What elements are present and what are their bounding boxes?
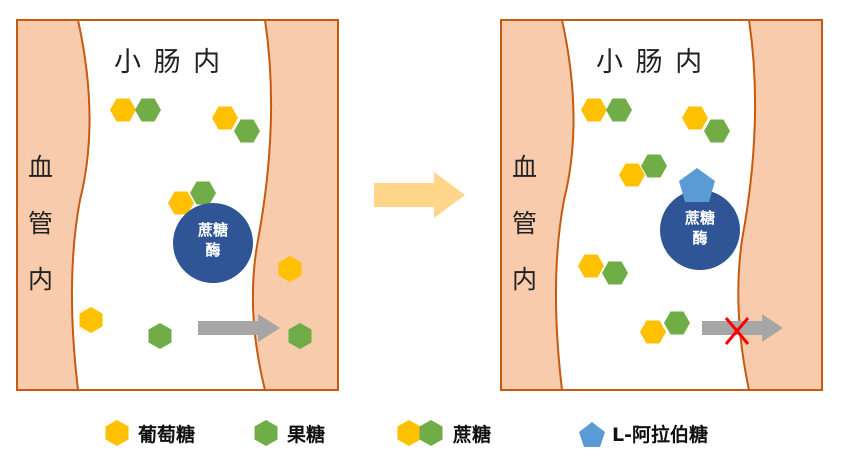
sucrose-molecule xyxy=(110,98,161,122)
right-vessel-tissue xyxy=(738,20,822,390)
vessel-label-before: 血 管 内 xyxy=(28,140,53,308)
transport-arrow-icon xyxy=(198,314,280,342)
enzyme-text: 蔗糖 xyxy=(197,221,228,239)
vessel-char: 内 xyxy=(28,265,54,294)
vessel-char: 内 xyxy=(512,265,538,294)
legend-sucrose-label: 蔗糖 xyxy=(453,424,492,446)
enzyme-text: 酶 xyxy=(205,241,221,259)
fructose-molecule xyxy=(148,323,172,349)
vessel-label-after: 血 管 内 xyxy=(512,140,537,308)
legend-arabinose-icon xyxy=(579,422,605,447)
vessel-char: 血 xyxy=(28,153,54,182)
legend-fructose-label: 果糖 xyxy=(287,424,326,446)
legend-sucrose-icon xyxy=(397,420,443,446)
vessel-char: 管 xyxy=(512,209,538,238)
enzyme-label-before: 蔗糖 酶 xyxy=(173,220,253,260)
panel-border xyxy=(16,19,339,391)
sucrase-enzyme xyxy=(173,203,253,283)
panel-border xyxy=(500,19,823,391)
legend-fructose-icon xyxy=(254,420,278,446)
panel-after xyxy=(500,19,823,391)
sucrose-molecule xyxy=(578,254,628,285)
blocked-transport-arrow-icon xyxy=(702,314,783,342)
right-vessel-tissue xyxy=(252,20,338,390)
arabinose-inhibitor xyxy=(679,168,715,202)
legend-glucose-icon xyxy=(105,420,129,446)
main-arrow-icon xyxy=(374,172,465,218)
enzyme-text: 酶 xyxy=(692,229,708,247)
blocked-x-icon xyxy=(724,317,750,345)
sucrose-molecule xyxy=(682,106,730,143)
sucrose-molecule xyxy=(581,98,632,122)
vessel-char: 管 xyxy=(28,209,54,238)
lumen-label-after: 小 肠 内 xyxy=(596,47,705,78)
glucose-molecule xyxy=(79,307,103,333)
sucrose-molecule xyxy=(619,154,667,187)
sucrose-molecule xyxy=(212,106,260,143)
enzyme-text: 蔗糖 xyxy=(684,209,715,227)
enzyme-label-after: 蔗糖 酶 xyxy=(660,208,740,248)
vessel-char: 血 xyxy=(512,153,538,182)
legend-arabinose-label: L-阿拉伯糖 xyxy=(612,424,708,446)
sucrose-molecule xyxy=(640,311,690,344)
sucrase-enzyme xyxy=(660,190,740,270)
panel-before xyxy=(16,19,339,391)
lumen-label-before: 小 肠 内 xyxy=(114,47,223,78)
legend-glucose-label: 葡萄糖 xyxy=(138,424,196,446)
